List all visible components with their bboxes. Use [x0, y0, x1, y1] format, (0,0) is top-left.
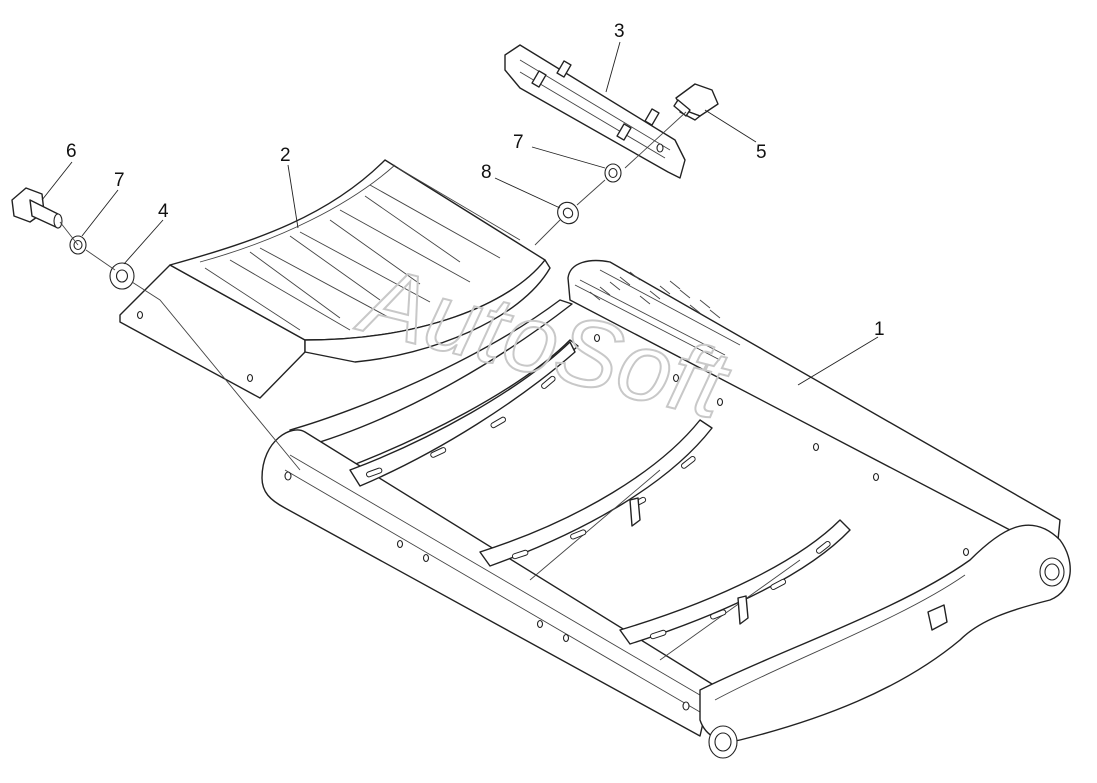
callout-3: 3 — [614, 21, 625, 42]
callout-4: 4 — [158, 201, 169, 222]
part-7-lock-washer-right — [604, 163, 622, 183]
callouts: 1 2 3 4 5 6 7 7 8 — [66, 21, 885, 340]
part-1-frame — [261, 259, 1071, 759]
part-8-washer — [557, 201, 579, 225]
callout-8: 8 — [481, 162, 492, 183]
part-3-bracket — [504, 44, 686, 179]
callout-2: 2 — [280, 145, 291, 166]
cross-slats — [349, 341, 851, 661]
leader-lines — [41, 41, 879, 386]
part-4-washer — [109, 262, 135, 290]
callout-1: 1 — [874, 319, 885, 340]
part-2-grate — [119, 159, 551, 399]
callout-7-right: 7 — [513, 132, 524, 153]
assembly-lines — [59, 111, 687, 471]
callout-5: 5 — [756, 142, 767, 163]
vent-grille — [574, 269, 741, 361]
callout-6: 6 — [66, 141, 77, 162]
part-5-bolt — [673, 83, 719, 121]
part-6-bolt — [11, 187, 63, 229]
callout-7-left: 7 — [114, 170, 125, 191]
